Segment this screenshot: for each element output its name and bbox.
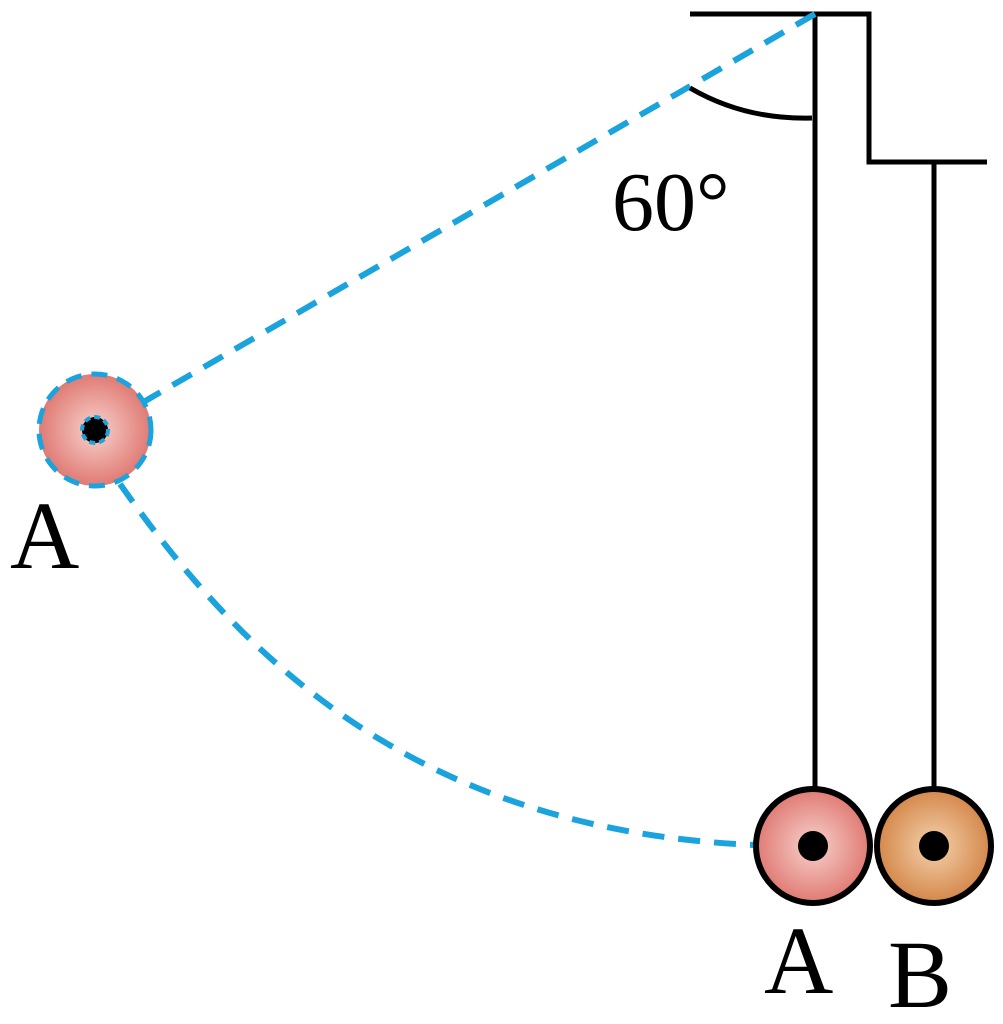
angle-label: 60° [612, 156, 730, 249]
label-ball-a-rest: A [764, 907, 833, 1014]
ball-b-rest [874, 786, 994, 906]
angle-arc [688, 85, 813, 121]
label-ball-a-displaced: A [10, 482, 79, 589]
label-ball-b-rest: B [888, 921, 952, 1019]
displaced-string-dashed [93, 11, 817, 433]
ball-a-displaced [36, 371, 154, 489]
ball-a-rest [753, 786, 873, 906]
swing-arc-dashed [117, 482, 756, 848]
ceiling-support [690, 11, 987, 165]
